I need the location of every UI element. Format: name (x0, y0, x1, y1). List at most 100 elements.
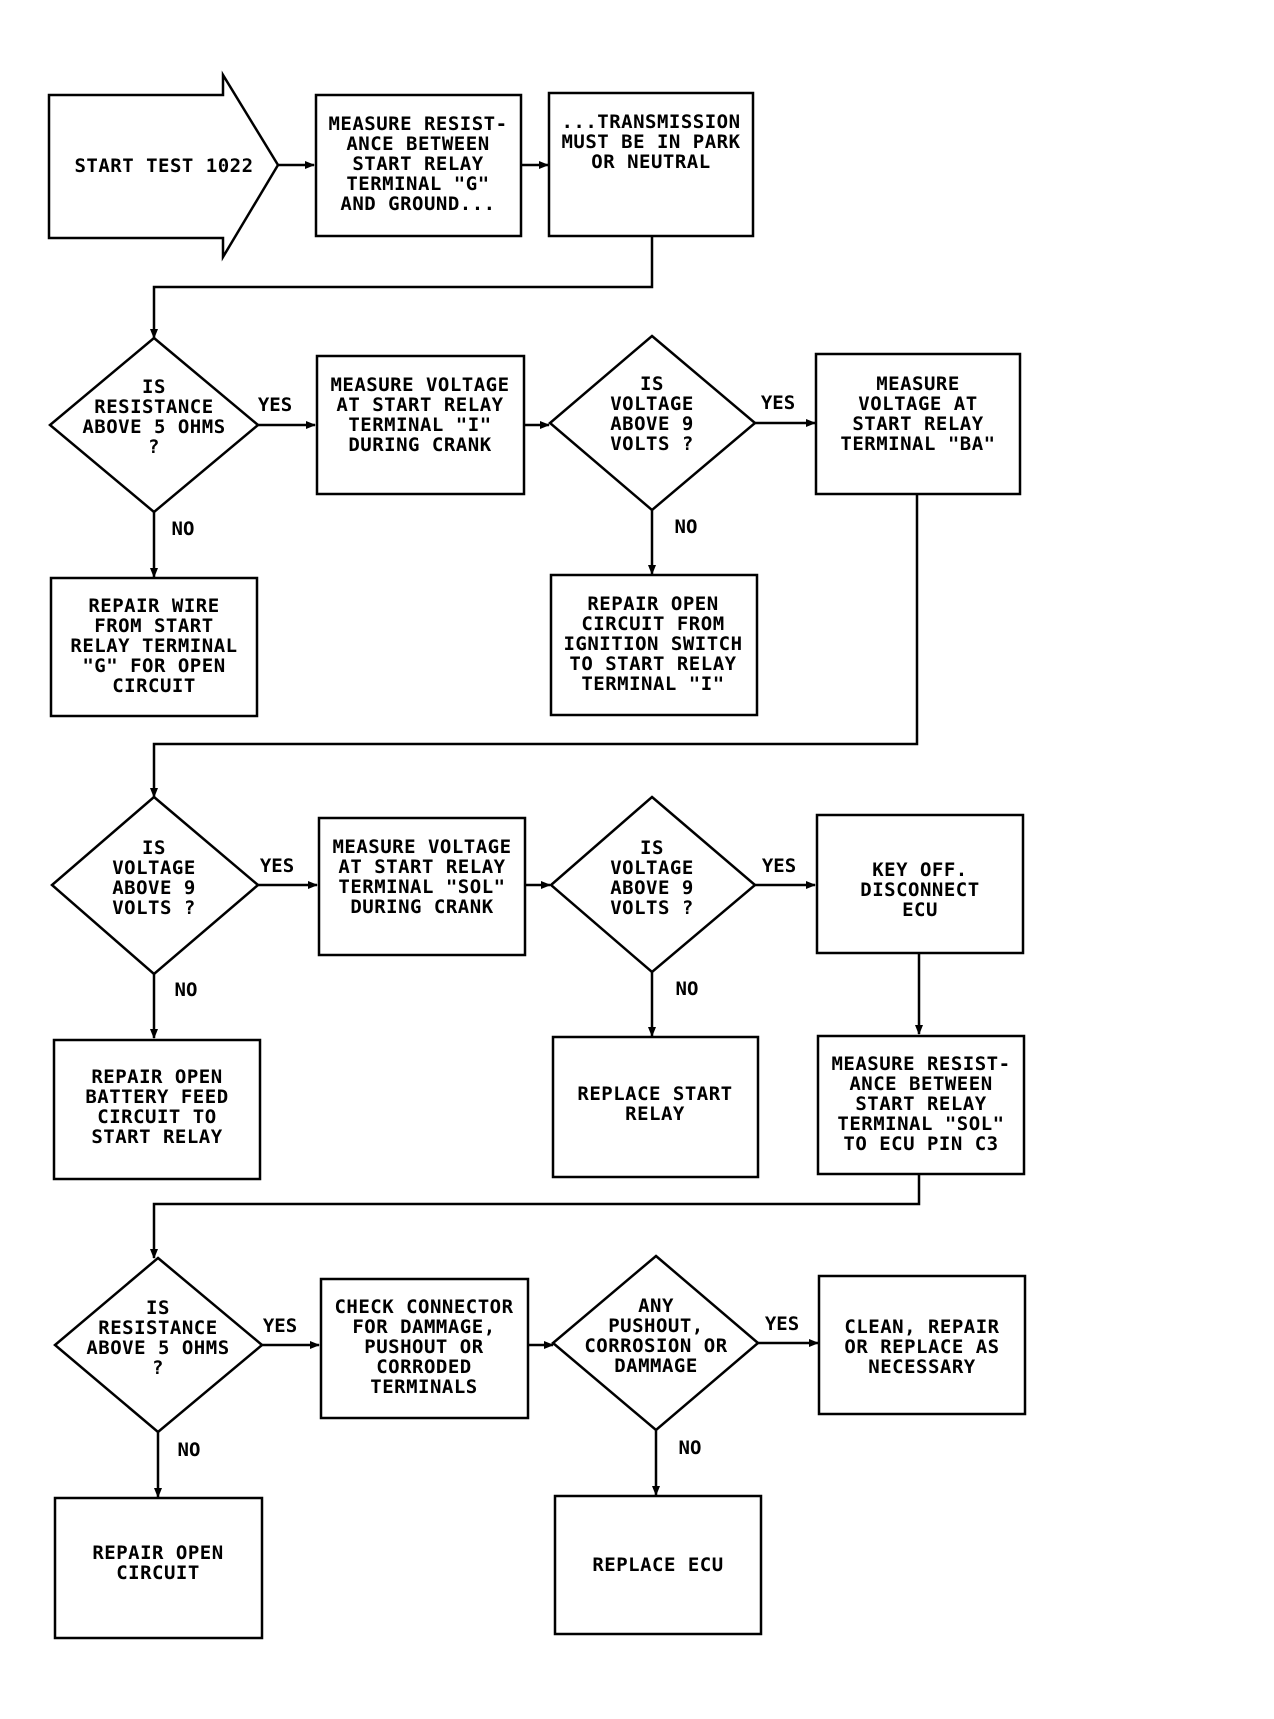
text-line: CIRCUIT (112, 675, 196, 697)
text-line: PUSHOUT OR (364, 1336, 483, 1358)
row4-no-box2 (553, 1494, 763, 1636)
text-line: MEASURE (876, 373, 960, 395)
text-line: IS (146, 1297, 170, 1319)
row4-decision1 (53, 1256, 264, 1434)
row4-no-box1 (53, 1496, 264, 1640)
text-line: CIRCUIT FROM (581, 613, 724, 635)
text-line: REPLACE ECU (592, 1554, 723, 1576)
text-line: ABOVE 9 (112, 877, 196, 899)
row2-decision2 (548, 334, 757, 512)
row2-box1 (315, 354, 526, 496)
row3-decision2 (549, 795, 757, 974)
text-line: ABOVE 9 (610, 413, 694, 435)
text-line: ABOVE 9 (610, 877, 694, 899)
text-line: REPAIR OPEN (92, 1542, 223, 1564)
row4-box1 (319, 1277, 530, 1420)
text-line: VOLTAGE (112, 857, 196, 879)
no-label: NO (679, 1437, 702, 1459)
no-label: NO (675, 516, 698, 538)
text-line: VOLTS ? (610, 897, 694, 919)
text-line: BATTERY FEED (85, 1086, 228, 1108)
start-arrow (47, 70, 280, 262)
text-line: TERMINAL "SOL" (837, 1113, 1004, 1135)
row3-no-box1 (52, 1038, 262, 1181)
text-line: ? (152, 1357, 164, 1379)
row2-no-box2 (549, 573, 759, 717)
no-label: NO (178, 1439, 201, 1461)
text-line: DAMMAGE (614, 1355, 698, 1377)
text-line: CORROSION OR (584, 1335, 727, 1357)
text-line: MEASURE RESIST- (328, 113, 507, 135)
text-line: IGNITION SWITCH (563, 633, 742, 655)
text-line: REPLACE START (577, 1083, 732, 1105)
text-line: START RELAY (855, 1093, 986, 1115)
text-line: ? (148, 436, 160, 458)
text-line: CIRCUIT (116, 1562, 200, 1584)
text-line: START RELAY (91, 1126, 222, 1148)
shapes (47, 70, 1027, 1640)
text-line: MUST BE IN PARK (561, 131, 740, 153)
text-line: DISCONNECT (860, 879, 979, 901)
arrow-row3-to-row4 (150, 1174, 921, 1259)
row3-box3 (816, 1034, 1026, 1176)
text-line: VOLTS ? (610, 433, 694, 455)
text-line: ...TRANSMISSION (561, 111, 740, 133)
text-line: TERMINAL "I" (348, 414, 491, 436)
row3-decision1 (50, 795, 260, 976)
text-line: IS (640, 837, 664, 859)
row4-no-box2-text: REPLACE ECU (592, 1554, 723, 1576)
text-line: TO ECU PIN C3 (843, 1133, 998, 1155)
yes-label: YES (260, 855, 294, 877)
row3-box2 (815, 813, 1025, 955)
text-line: TO START RELAY (569, 653, 736, 675)
text-line: ANY (638, 1295, 674, 1317)
text-line: RESISTANCE (94, 396, 213, 418)
text-line: FOR DAMMAGE, (352, 1316, 495, 1338)
text-line: VOLTS ? (112, 897, 196, 919)
row3-no-box2 (551, 1035, 760, 1179)
text-line: CORRODED (376, 1356, 472, 1378)
text-line: TERMINALS (370, 1376, 477, 1398)
text-line: CLEAN, REPAIR (844, 1316, 999, 1338)
text-line: TERMINAL "SOL" (338, 876, 505, 898)
row1-box1 (314, 93, 523, 238)
text-line: ANCE BETWEEN (346, 133, 489, 155)
text-line: CHECK CONNECTOR (334, 1296, 513, 1318)
text-line: AT START RELAY (336, 394, 503, 416)
text-line: REPAIR OPEN (91, 1066, 222, 1088)
text-line: ECU (902, 899, 938, 921)
no-label: NO (172, 518, 195, 540)
row4-box2 (817, 1274, 1027, 1416)
text-line: VOLTAGE AT (858, 393, 977, 415)
start-label: START TEST 1022 (74, 155, 253, 177)
texts: START TEST 1022 MEASURE RESIST-ANCE BETW… (70, 111, 1010, 1584)
arrow-row2-to-row3 (150, 494, 919, 798)
text-line: OR REPLACE AS (844, 1336, 999, 1358)
text-line: VOLTAGE (610, 393, 694, 415)
yes-label: YES (761, 392, 795, 414)
no-label: NO (676, 978, 699, 1000)
text-line: ANCE BETWEEN (849, 1073, 992, 1095)
yes-label: YES (258, 394, 292, 416)
text-line: NECESSARY (868, 1356, 976, 1378)
row4-decision2 (551, 1254, 760, 1432)
text-line: MEASURE VOLTAGE (330, 374, 509, 396)
row2-no-box1 (49, 576, 259, 718)
text-line: START RELAY (352, 153, 483, 175)
text-line: DURING CRANK (350, 896, 493, 918)
